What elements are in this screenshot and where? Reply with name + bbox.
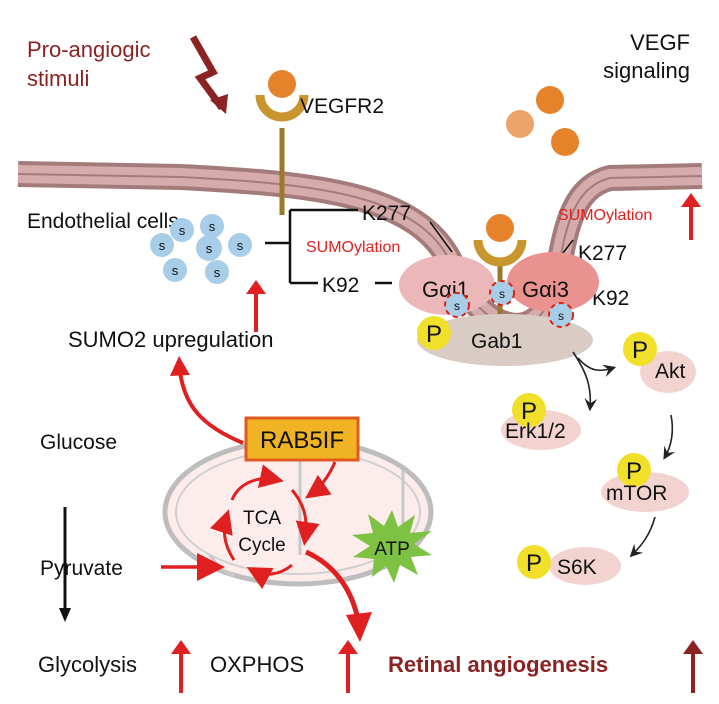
bound-sumo: [444, 280, 574, 328]
k277-right-label: K277: [578, 242, 627, 265]
rab5if-to-sumo2-arrow: [178, 371, 244, 445]
vegf-ligand: [506, 110, 534, 138]
rab5if-box: [244, 416, 360, 462]
arrow-to-akt: [577, 357, 617, 377]
akt-protein: [640, 351, 696, 393]
sumo-label: s: [172, 263, 179, 278]
gai3-label: Gαi3: [522, 277, 569, 302]
endothelial-cells-label: Endothelial cells: [27, 210, 179, 233]
s6k-label: S6K: [557, 556, 597, 579]
stimuli-label: Pro-angiogic: [27, 37, 151, 62]
k92-right-label: K92: [592, 287, 629, 310]
gai1-protein: [399, 255, 495, 315]
gab1-label: Gab1: [471, 330, 522, 353]
up-arrow-head-icon: [338, 640, 358, 654]
akt-label: Akt: [655, 360, 686, 383]
phospho-badge: [617, 453, 651, 487]
sumoylation-left-label: SUMOylation: [306, 239, 400, 256]
up-arrow-head-icon: [246, 280, 266, 294]
up-arrow-head-icon: [681, 193, 701, 207]
cell-membrane: [17, 161, 703, 339]
phospho-badge: [417, 316, 451, 350]
vegf-signaling-label: signaling: [603, 58, 690, 83]
arrow-to-mtor: [663, 414, 676, 460]
phospho-label: P: [426, 321, 442, 348]
vegfr2-label: VEGFR2: [300, 95, 384, 118]
k92-left-label: K92: [322, 274, 359, 297]
sumo-label: s: [159, 238, 166, 253]
erk-label: Erk1/2: [505, 420, 566, 443]
arrow-to-erk: [572, 351, 598, 412]
s6k-protein: [549, 547, 621, 585]
phospho-badge: [623, 332, 657, 366]
vegf-ligand: [536, 86, 564, 114]
phospho-badge: [512, 393, 546, 427]
lightning-arrow-head-icon: [210, 94, 228, 114]
tca-cycle-arrows: [209, 461, 337, 590]
bracket-connector: [265, 208, 392, 285]
up-arrow-head-icon: [171, 640, 191, 654]
rab5if-label: RAB5IF: [260, 427, 344, 454]
glycolysis-label: Glycolysis: [38, 652, 137, 677]
sumo-label: s: [237, 238, 244, 253]
phospho-badge: [517, 545, 551, 579]
sumo-label: s: [179, 223, 186, 238]
tca-to-oxphos-arrow: [304, 549, 361, 621]
atp-label: ATP: [374, 539, 410, 560]
phospho-label: P: [626, 458, 642, 485]
k277-pointer: [429, 221, 453, 253]
sumo2-upregulation-label: SUMO2 upregulation: [68, 327, 273, 352]
sumo-label: s: [499, 287, 505, 301]
up-arrow-head-icon: [683, 640, 703, 654]
phospho-label: P: [521, 398, 537, 425]
retinal-angiogenesis-label: Retinal angiogenesis: [388, 652, 608, 677]
phospho-label: P: [526, 550, 542, 577]
phospho-label: P: [632, 337, 648, 364]
sumoylation-right-label: SUMOylation: [558, 207, 652, 224]
gab1-protein: [417, 314, 593, 366]
lightning-arrow-icon: [189, 35, 225, 111]
k277-left-label: K277: [362, 202, 411, 225]
sumo-label: s: [558, 309, 564, 323]
vegf-ligand: [551, 128, 579, 156]
arrow-to-s6k: [629, 516, 656, 558]
vegfr2-receptor: [255, 70, 309, 215]
atp-starburst: [352, 510, 432, 583]
sumo-label: s: [209, 219, 216, 234]
vegf-label: VEGF: [630, 30, 690, 55]
gai3-protein: [507, 252, 599, 312]
oxphos-label: OXPHOS: [210, 652, 304, 677]
pyruvate-label: Pyruvate: [40, 557, 123, 580]
sumo-label: s: [214, 265, 221, 280]
stimuli-label-2: stimuli: [27, 66, 89, 91]
mtor-label: mTOR: [606, 482, 667, 505]
arrow-head-icon: [346, 612, 372, 642]
arrow-head-icon: [59, 608, 71, 622]
arrow-head-icon: [170, 356, 190, 376]
mitochondrion: [162, 437, 434, 587]
tca-label: TCA: [243, 508, 281, 529]
tca-cycle-label: Cycle: [238, 535, 286, 556]
glucose-label: Glucose: [40, 431, 117, 454]
sumo2-cluster: [150, 214, 252, 284]
sumo-label: s: [454, 299, 460, 313]
sumo-label: s: [206, 241, 213, 256]
